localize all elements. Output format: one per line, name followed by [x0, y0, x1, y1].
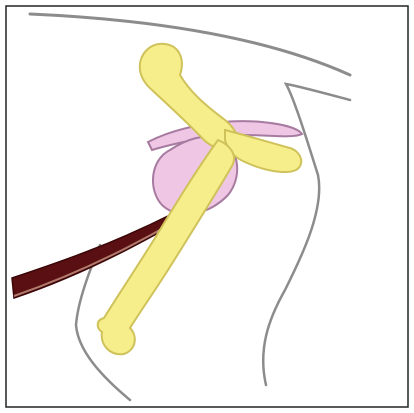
outer-body-contour	[30, 14, 350, 75]
